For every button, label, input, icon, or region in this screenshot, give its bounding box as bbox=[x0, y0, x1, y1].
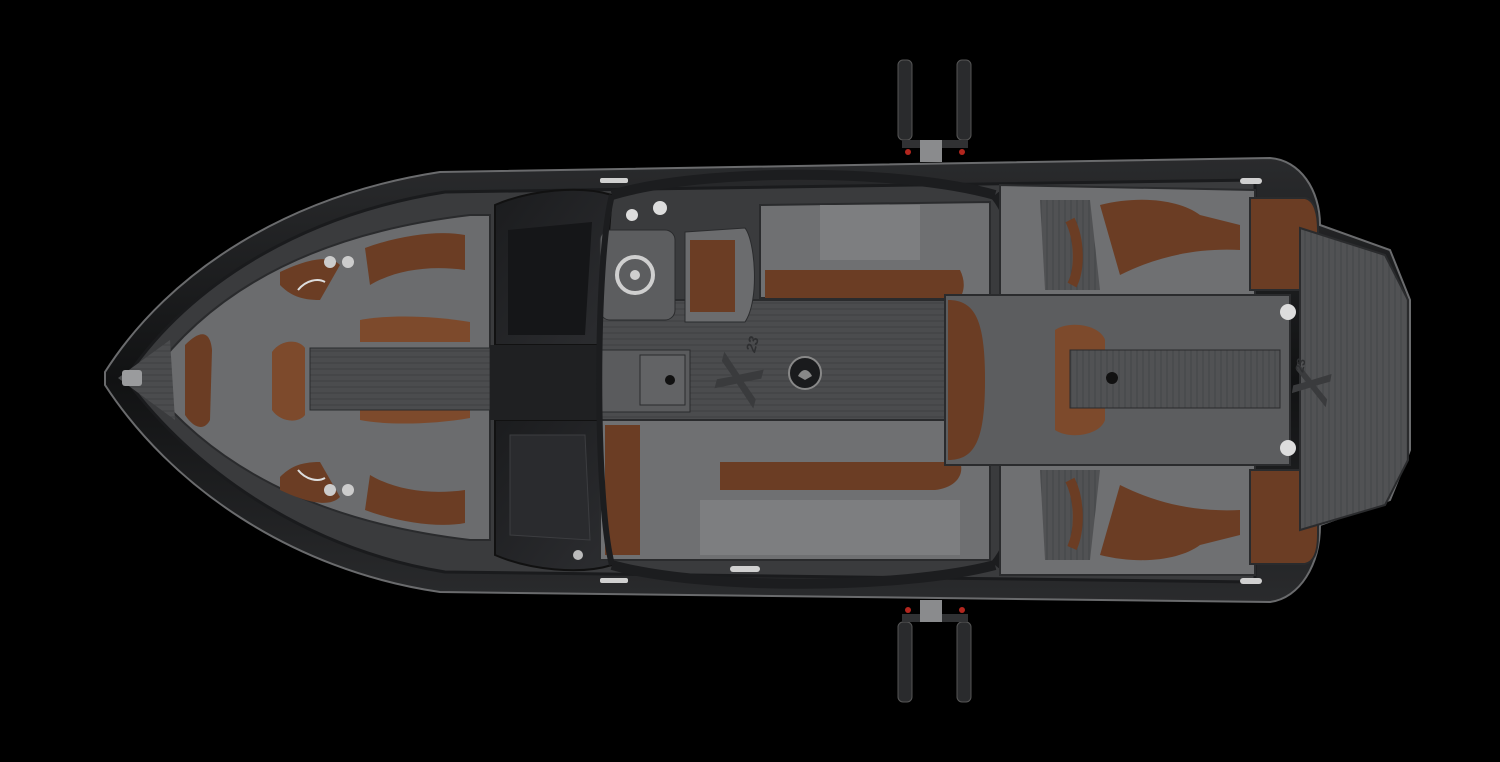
swim-platform: X 23 bbox=[1280, 226, 1409, 532]
deck-logo-number: 23 bbox=[742, 334, 762, 354]
starboard-lounge bbox=[599, 419, 991, 561]
starboard-console bbox=[494, 419, 614, 572]
steering-wheel-icon bbox=[615, 255, 655, 295]
helm bbox=[599, 201, 755, 323]
chrome-details bbox=[600, 178, 1262, 584]
rear-starboard-seat bbox=[999, 464, 1256, 576]
rear-port-seat bbox=[999, 183, 1256, 296]
walkthrough-floor bbox=[490, 345, 610, 420]
stern-logo-number: 23 bbox=[1292, 357, 1308, 374]
upper-tow-rack bbox=[897, 59, 972, 162]
bow-seating bbox=[118, 214, 491, 541]
rear-lounge bbox=[944, 294, 1291, 466]
port-console bbox=[494, 188, 614, 346]
port-lounge bbox=[759, 200, 991, 299]
lower-tow-rack bbox=[897, 600, 972, 703]
